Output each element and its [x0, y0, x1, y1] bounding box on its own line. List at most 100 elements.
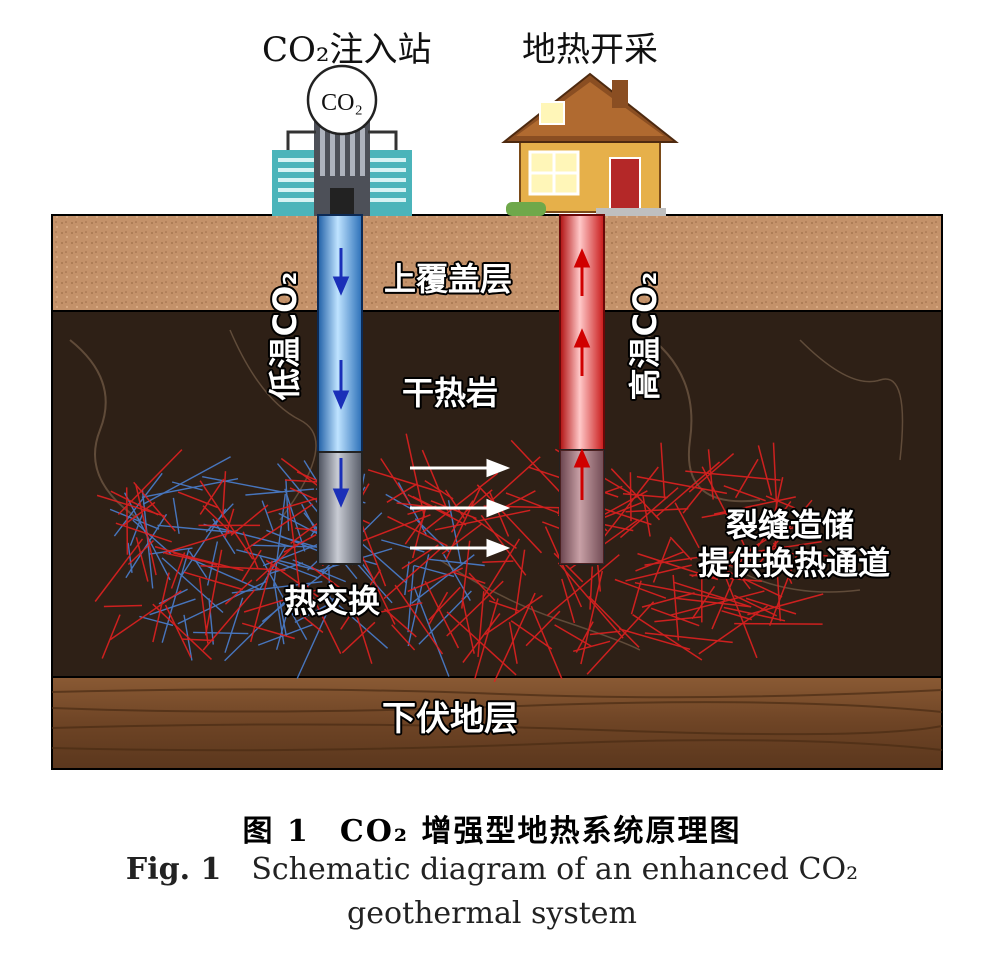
fracture-line	[101, 614, 121, 659]
fracture-line	[380, 458, 410, 503]
fracture-line	[691, 585, 716, 620]
fracture-line	[691, 559, 737, 578]
fracture-line	[589, 566, 594, 610]
fracture-line	[774, 541, 782, 622]
fracture-line	[725, 578, 758, 659]
fracture-line	[765, 495, 795, 509]
fracture-line	[685, 470, 781, 481]
fracture-line	[652, 538, 672, 583]
fracture-line	[580, 570, 604, 665]
fracture-line	[294, 602, 331, 624]
fracture-line	[221, 471, 227, 518]
fracture-line	[404, 517, 425, 545]
fracture-line	[413, 586, 450, 677]
fracture-line	[452, 571, 486, 585]
fracture-line	[125, 513, 168, 579]
co2-station-label: CO₂注入站	[262, 30, 432, 70]
fracture-line	[173, 552, 244, 572]
co2-injection-station: CO₂	[272, 64, 412, 216]
fracture-line	[655, 461, 721, 518]
fracture-line	[654, 616, 702, 623]
fracture-line	[384, 608, 417, 638]
fracture-line	[243, 587, 322, 613]
fracture-line	[291, 606, 324, 634]
fracture-line	[407, 554, 430, 647]
fracture-line	[462, 613, 501, 663]
fracture-line	[650, 607, 700, 627]
fracture-line	[733, 594, 778, 617]
underlying-label: 下伏地层	[382, 699, 518, 739]
fracture-line	[723, 485, 766, 502]
fracture-line	[202, 476, 283, 493]
fracture-line	[586, 601, 655, 675]
low-temp-co2-label: 低温CO₂	[266, 272, 304, 401]
fracture-line	[630, 580, 642, 615]
fracture-line	[468, 572, 496, 602]
fracture-line	[756, 522, 813, 537]
fracture-line	[660, 442, 666, 499]
fracture-line	[340, 569, 382, 630]
fracture-line	[446, 611, 517, 676]
fracture-line	[757, 445, 773, 496]
fracture-line	[484, 594, 543, 636]
fracture-line	[772, 542, 793, 585]
fracture-line	[476, 484, 543, 554]
fracture-line	[407, 567, 463, 593]
fracture-label-line1: 裂缝造储	[726, 506, 854, 544]
fracture-line	[296, 598, 335, 679]
fracture-line	[133, 481, 176, 532]
fracture-line	[412, 495, 452, 517]
fracture-line	[224, 579, 253, 605]
fracture-line	[701, 509, 742, 519]
overburden-label: 上覆盖层	[384, 260, 512, 298]
caption-en-title-line1: Schematic diagram of an enhanced CO₂	[251, 852, 859, 887]
fracture-line	[391, 624, 416, 651]
wood-grain	[51, 688, 943, 752]
fracture-line	[381, 539, 425, 553]
fracture-line	[625, 564, 692, 582]
fracture-line	[573, 640, 611, 653]
fracture-line	[561, 578, 576, 624]
fracture-line	[249, 560, 274, 643]
fracture-line	[444, 489, 466, 519]
fracture-line	[199, 478, 225, 515]
fracture-line	[109, 508, 160, 530]
fracture-line	[424, 580, 460, 649]
fracture-line	[772, 477, 784, 520]
fracture-line	[724, 555, 751, 590]
fracture-line	[588, 595, 640, 648]
fracture-line	[474, 598, 499, 680]
fracture-line	[701, 466, 731, 522]
fracture-line	[488, 600, 519, 612]
fracture-line	[171, 481, 203, 491]
fracture-line	[749, 500, 792, 558]
fracture-line	[115, 522, 172, 543]
fracture-line	[482, 560, 514, 564]
fracture-line	[161, 548, 190, 643]
fracture-line	[142, 456, 231, 505]
fracture-line	[544, 526, 583, 608]
fracture-line	[164, 604, 192, 658]
fracture-line	[265, 559, 337, 610]
fracture-line	[386, 483, 417, 503]
fracture-line	[292, 559, 346, 583]
fracture-line	[421, 449, 449, 512]
fracture-line	[103, 604, 143, 608]
fracture-line	[477, 591, 485, 657]
fracture-line	[480, 514, 527, 576]
fracture-line	[514, 549, 526, 614]
fracture-line	[635, 551, 684, 572]
fracture-line	[673, 581, 752, 608]
fracture-line	[96, 494, 166, 518]
fracture-line	[737, 549, 828, 557]
fracture-line	[530, 605, 563, 679]
fracture-line	[117, 449, 183, 516]
fracture-line	[383, 548, 441, 600]
fracture-line	[610, 468, 661, 521]
upflow-arrows	[573, 248, 591, 500]
fracture-line	[707, 561, 783, 598]
fracture-line	[682, 488, 704, 514]
